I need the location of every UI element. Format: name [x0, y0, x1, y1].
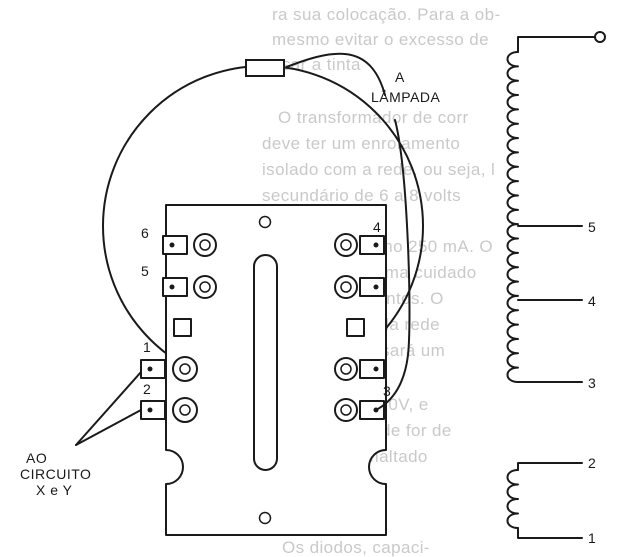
- terminal-rivet: [373, 242, 379, 248]
- terminal-screw-center: [199, 281, 211, 293]
- terminal-label-4: 4: [373, 219, 381, 235]
- terminal-lug: [359, 277, 385, 297]
- lamp-label: LÂMPADA: [371, 89, 441, 105]
- terminal-screw: [193, 233, 217, 257]
- circuit-label-line-2: CIRCUITO: [20, 466, 91, 482]
- terminal-lug: [359, 359, 385, 379]
- terminal-screw-center: [340, 239, 352, 251]
- pointer-line-terminal-2: [75, 409, 142, 446]
- tap-line-2: [517, 462, 583, 471]
- lamp-cap: [245, 59, 285, 77]
- coil-tap-label-5: 5: [588, 219, 596, 235]
- terminal-rivet: [169, 284, 175, 290]
- circuit-label-line-1: AO: [26, 450, 47, 466]
- secondary-winding: [506, 462, 583, 539]
- terminal-lug: [162, 235, 188, 255]
- coil-top-terminal: [594, 31, 606, 43]
- lamp-to-coil-wire: [283, 52, 386, 96]
- coil-tap-label-1: 1: [588, 530, 596, 546]
- primary-winding: [506, 31, 606, 383]
- terminal-6: [162, 233, 217, 257]
- terminal-screw-center: [340, 363, 352, 375]
- terminal-label-6: 6: [141, 225, 149, 241]
- circuit-label-line-3: X e Y: [36, 482, 73, 498]
- center-slot: [253, 254, 278, 471]
- terminal-rivet: [169, 242, 175, 248]
- terminal-3-lead-wire: [375, 119, 411, 411]
- lamp-accent-label: A: [395, 69, 405, 85]
- terminal-screw-center: [179, 363, 191, 375]
- terminal-lug: [140, 400, 166, 420]
- show-through-line: secundário de 6 a 8 volts: [262, 186, 461, 205]
- terminal-screw: [334, 398, 358, 422]
- tap-line-1: [517, 527, 583, 539]
- terminal-lug: [140, 359, 166, 379]
- square-hole-right: [346, 318, 365, 337]
- coil-tap-label-3: 3: [588, 375, 596, 391]
- terminal-rivet: [147, 407, 153, 413]
- coil-lead-top: [517, 36, 596, 53]
- terminal-screw: [334, 233, 358, 257]
- show-through-line: O transformador de corr: [278, 108, 469, 127]
- terminal-screw: [172, 356, 198, 382]
- show-through-line: mesmo evitar o excesso de: [272, 30, 489, 49]
- terminal-lug: [162, 277, 188, 297]
- terminal-label-3: 3: [383, 383, 391, 399]
- show-through-line: isolado com a rede, ou seja, l: [262, 160, 495, 179]
- terminal-screw: [334, 275, 358, 299]
- terminal-rivet: [147, 366, 153, 372]
- terminal-label-2: 2: [143, 381, 151, 397]
- terminal-label-1: 1: [143, 339, 151, 355]
- terminal-label-5: 5: [141, 263, 149, 279]
- terminal-screw-center: [179, 404, 191, 416]
- terminal-screw: [193, 275, 217, 299]
- terminal-1: [140, 356, 198, 382]
- mounting-hole-top: [258, 215, 272, 229]
- show-through-line: ra sua colocação. Para a ob-: [272, 5, 501, 24]
- terminal-4: [334, 233, 385, 257]
- terminal-rivet: [373, 284, 379, 290]
- terminal-screw-center: [199, 239, 211, 251]
- terminal-right-2: [334, 275, 385, 299]
- coil-tap-label-4: 4: [588, 293, 596, 309]
- terminal-screw: [334, 357, 358, 381]
- terminal-5: [162, 275, 217, 299]
- terminal-screw-center: [340, 281, 352, 293]
- square-hole-left: [173, 318, 192, 337]
- show-through-line: Os diodos, capaci-: [282, 538, 430, 557]
- primary-coil-loops: [506, 51, 519, 383]
- pointer-line-terminal-1: [75, 371, 142, 446]
- terminal-screw: [172, 397, 198, 423]
- terminal-lug: [359, 235, 385, 255]
- terminal-board: [165, 204, 387, 536]
- terminal-lug: [359, 400, 385, 420]
- terminal-screw-center: [340, 404, 352, 416]
- terminal-rivet: [373, 366, 379, 372]
- show-through-line: deve ter um enrolamento: [262, 134, 460, 153]
- terminal-right-3: [334, 357, 385, 381]
- terminal-3: [334, 398, 385, 422]
- secondary-coil-loops: [506, 469, 519, 529]
- coil-tap-label-2: 2: [588, 455, 596, 471]
- mounting-hole-bottom: [258, 511, 272, 525]
